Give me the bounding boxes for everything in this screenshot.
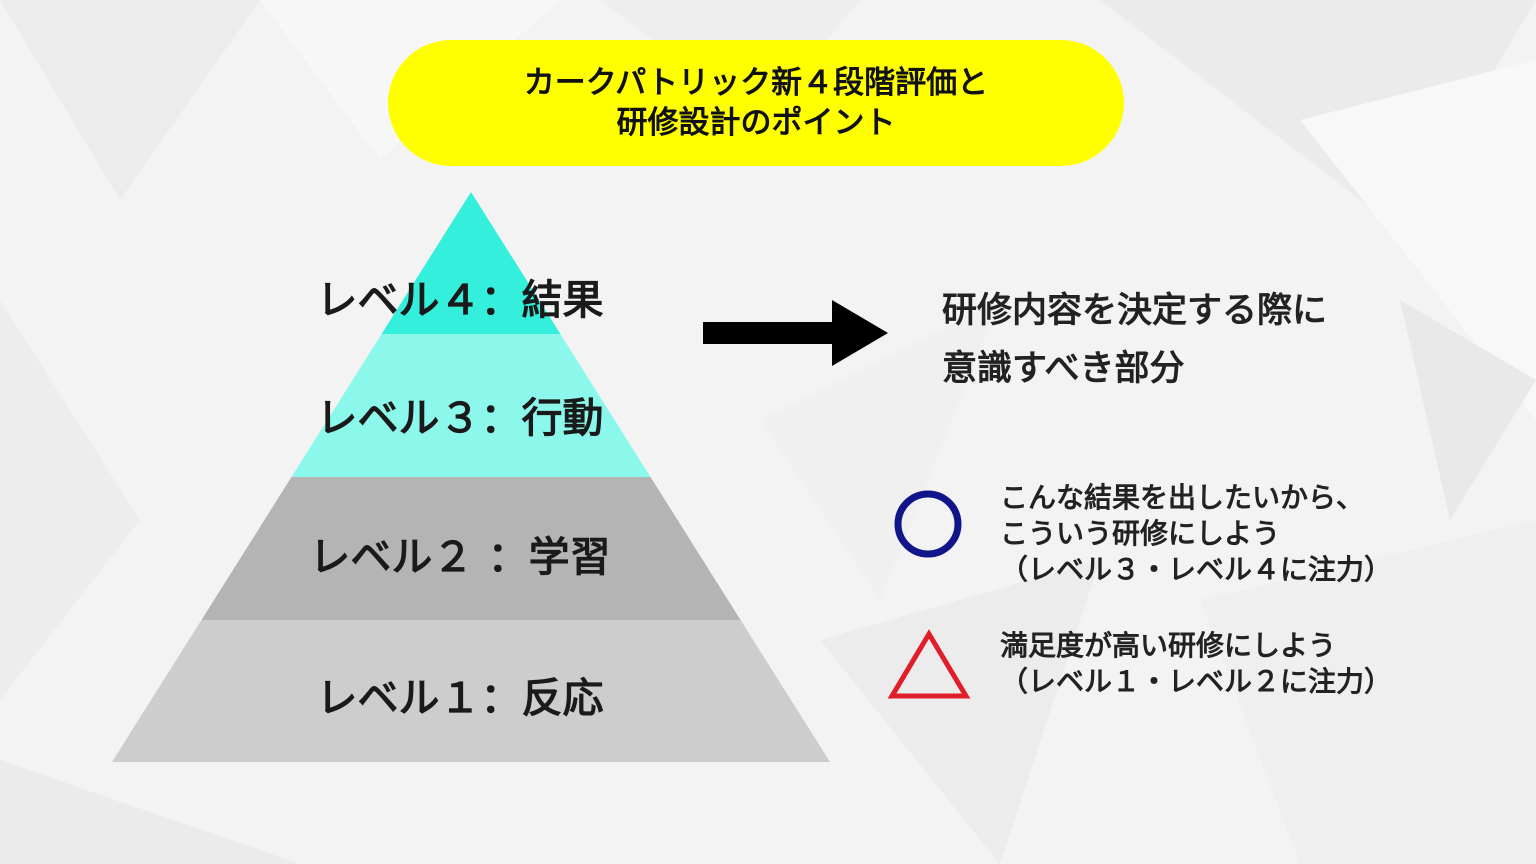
pyramid-level-1 bbox=[112, 620, 830, 762]
legend-circle-line-1: こんな結果を出したいから、 bbox=[1000, 481, 1365, 514]
legend-circle-text: こんな結果を出したいから、 こういう研修にしよう （レベル３・レベル４に注力） bbox=[1000, 480, 1392, 588]
title-line-1: カークパトリック新４段階評価と bbox=[523, 65, 989, 101]
pyramid-level-3 bbox=[291, 334, 651, 477]
circle-icon bbox=[894, 490, 962, 558]
title-banner: カークパトリック新４段階評価と 研修設計のポイント bbox=[388, 40, 1124, 166]
level-1-label: レベル１：反応 bbox=[316, 674, 604, 722]
level-2-label: レベル２ ：学習 bbox=[309, 533, 611, 581]
level-4-label: レベル４：結果 bbox=[316, 276, 604, 324]
focus-heading-line-2: 意識すべき部分 bbox=[942, 349, 1185, 389]
legend-circle-line-3: （レベル３・レベル４に注力） bbox=[1000, 553, 1393, 586]
level-3-label: レベル３：行動 bbox=[316, 394, 604, 442]
legend-circle-line-2: こういう研修にしよう bbox=[1000, 517, 1281, 550]
pyramid-level-2 bbox=[201, 477, 741, 620]
focus-heading-line-1: 研修内容を決定する際に bbox=[942, 291, 1328, 331]
legend-triangle-text: 満足度が高い研修にしよう （レベル１・レベル２に注力） bbox=[1000, 628, 1392, 700]
legend-triangle-line-2: （レベル１・レベル２に注力） bbox=[1000, 665, 1393, 698]
focus-heading: 研修内容を決定する際に 意識すべき部分 bbox=[942, 282, 1327, 398]
title-line-2: 研修設計のポイント bbox=[616, 105, 896, 141]
right-arrow-icon bbox=[703, 300, 888, 366]
triangle-icon bbox=[887, 629, 971, 699]
pyramid-level-4 bbox=[381, 192, 561, 334]
legend-triangle-line-1: 満足度が高い研修にしよう bbox=[1000, 629, 1337, 662]
